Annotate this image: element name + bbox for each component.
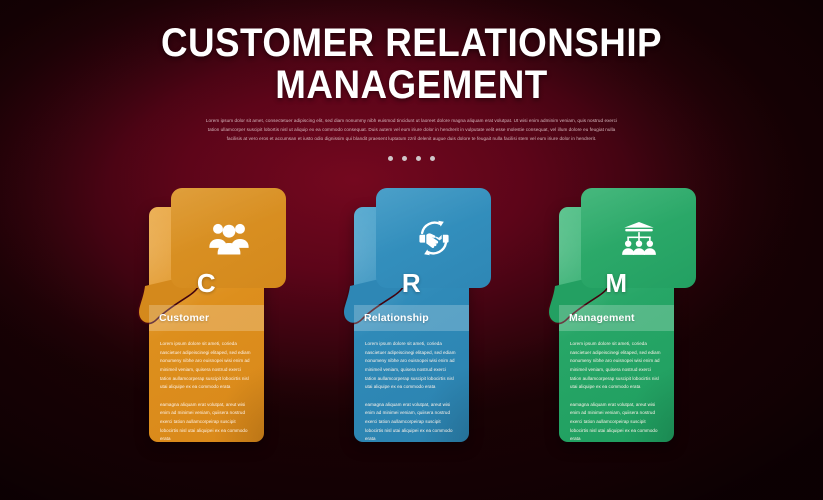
page-subtitle: Lorem ipsum dolor sit amet, consectetuer… — [205, 118, 618, 141]
card-label: Customer — [159, 312, 210, 324]
organization-hierarchy-icon — [617, 216, 661, 260]
card-paragraph: eamagna aliquam erat volutpat, areut wis… — [570, 401, 658, 442]
card-paragraph: eamagna aliquam erat volutpat, areut wis… — [160, 401, 248, 442]
card-label: Relationship — [364, 312, 429, 324]
separator-dot — [402, 156, 407, 162]
card-body: Lorem ipsum dolore sit ameti, corieda na… — [559, 340, 674, 444]
card-letter: C — [196, 268, 217, 298]
bubble-sheen — [171, 188, 286, 288]
card-label-band: Customer — [149, 305, 264, 331]
icon-bubble — [581, 188, 696, 288]
separator-dot — [416, 156, 421, 162]
header: CUSTOMER RELATIONSHIP MANAGEMENT Lorem i… — [0, 21, 823, 162]
handshake-cycle-icon — [412, 216, 456, 260]
card-label: Management — [569, 312, 635, 324]
card-paragraph: Lorem ipsum dolore sit ameti, corieda na… — [160, 341, 251, 390]
card-letter: R — [401, 268, 422, 298]
separator-dot — [430, 156, 435, 162]
card-letter: M — [605, 268, 628, 298]
bubble-sheen — [376, 188, 491, 288]
icon-bubble — [171, 188, 286, 288]
page-title: CUSTOMER RELATIONSHIP MANAGEMENT — [160, 21, 663, 107]
card-label-band: Management — [559, 305, 674, 331]
dot-separator — [0, 156, 823, 162]
card-label-band: Relationship — [354, 305, 469, 331]
icon-bubble — [376, 188, 491, 288]
card-paragraph: Lorem ipsum dolore sit ameti, corieda na… — [570, 341, 661, 390]
card-body: Lorem ipsum dolore sit ameti, corieda na… — [149, 340, 264, 444]
people-group-icon — [207, 216, 251, 260]
card-paragraph: Lorem ipsum dolore sit ameti, corieda na… — [365, 341, 456, 390]
card-paragraph: eamagna aliquam erat volutpat, areut wis… — [365, 401, 453, 442]
card-body: Lorem ipsum dolore sit ameti, corieda na… — [354, 340, 469, 444]
separator-dot — [388, 156, 393, 162]
